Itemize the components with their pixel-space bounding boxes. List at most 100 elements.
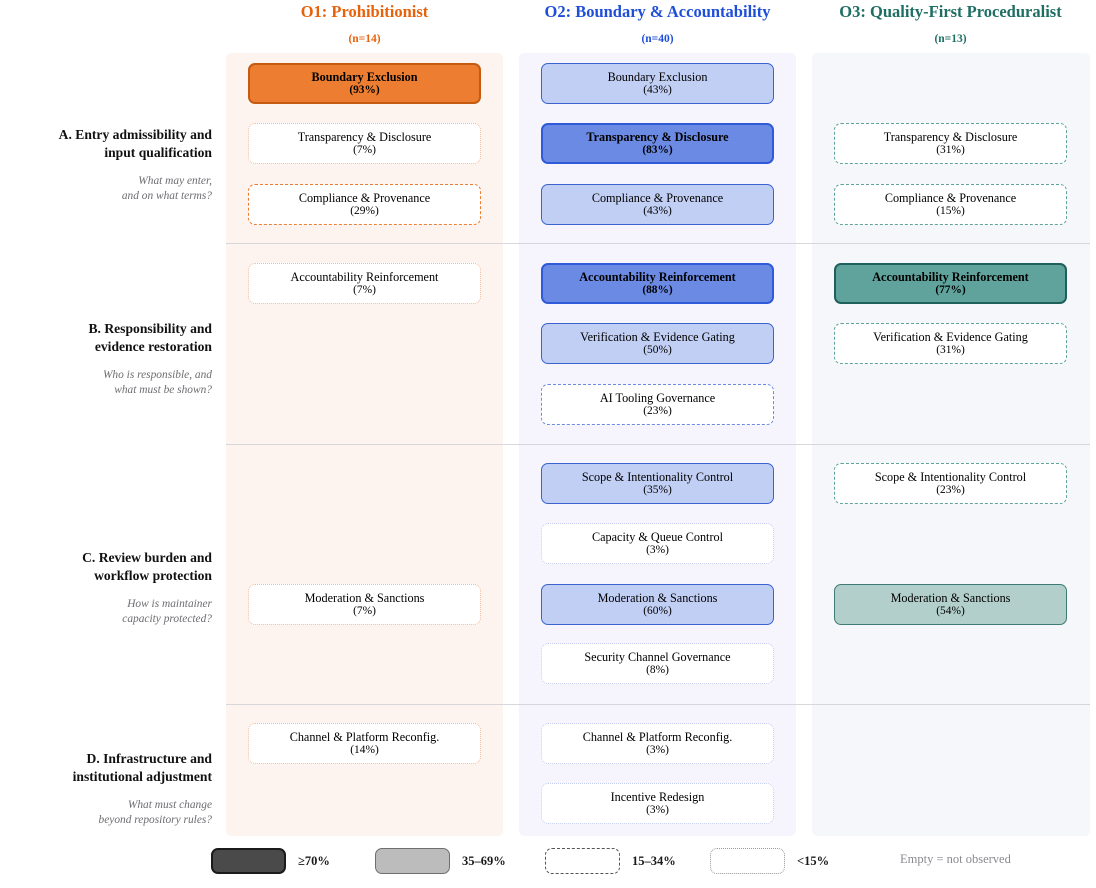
cell-c-o3-moderation-sanctions[interactable]: Moderation & Sanctions (54%) [834,584,1067,625]
cell-a-o2-compliance-provenance[interactable]: Compliance & Provenance (43%) [541,184,774,225]
legend-swatch-low [545,848,620,874]
cell-label: Incentive Redesign [610,790,705,804]
cell-c-o2-security-channel-governance[interactable]: Security Channel Governance (8%) [541,643,774,684]
cell-a-o2-transparency-disclosure[interactable]: Transparency & Disclosure (83%) [541,123,774,164]
cell-percent: (54%) [936,605,965,617]
cell-a-o1-compliance-provenance[interactable]: Compliance & Provenance (29%) [248,184,481,225]
legend-swatch-high [211,848,286,874]
row-question-b-line2: what must be shown? [114,384,212,396]
cell-label: Scope & Intentionality Control [874,470,1027,484]
cell-b-o2-verification-evidence-gating[interactable]: Verification & Evidence Gating (50%) [541,323,774,364]
cell-label: Security Channel Governance [584,650,731,664]
row-question-c-line1: How is maintainer [127,598,212,610]
cell-percent: (23%) [936,484,965,496]
cell-percent: (93%) [349,84,380,96]
cell-c-o1-moderation-sanctions[interactable]: Moderation & Sanctions (7%) [248,584,481,625]
cell-percent: (3%) [646,744,669,756]
row-label-c: C. Review burden and workflow protection… [0,549,212,627]
cell-label: Verification & Evidence Gating [580,330,735,344]
cell-percent: (8%) [646,664,669,676]
cell-c-o3-scope-intentionality-control[interactable]: Scope & Intentionality Control (23%) [834,463,1067,504]
cell-a-o1-transparency-disclosure[interactable]: Transparency & Disclosure (7%) [248,123,481,164]
cell-percent: (43%) [643,84,672,96]
cell-label: Transparency & Disclosure [883,130,1018,144]
cell-label: Verification & Evidence Gating [873,330,1028,344]
cell-label: Boundary Exclusion [311,70,418,84]
legend-item-min: <15% [710,848,829,874]
row-divider-c-d [226,704,1090,705]
cell-b-o3-accountability-reinforcement[interactable]: Accountability Reinforcement (77%) [834,263,1067,304]
cell-percent: (77%) [935,284,966,296]
column-n-o1: (n=14) [348,33,381,45]
cell-label: Moderation & Sanctions [890,591,1011,605]
cell-b-o3-verification-evidence-gating[interactable]: Verification & Evidence Gating (31%) [834,323,1067,364]
column-header-o2: O2: Boundary & Accountability (n=40) [519,2,796,45]
cell-percent: (15%) [936,205,965,217]
cell-label: Accountability Reinforcement [579,270,736,284]
row-label-b: B. Responsibility and evidence restorati… [0,320,212,398]
cell-percent: (31%) [936,344,965,356]
cell-c-o2-scope-intentionality-control[interactable]: Scope & Intentionality Control (35%) [541,463,774,504]
cell-label: Channel & Platform Reconfig. [582,730,733,744]
legend-label-mid: 35–69% [462,853,506,868]
cell-a-o2-boundary-exclusion[interactable]: Boundary Exclusion (43%) [541,63,774,104]
cell-label: Compliance & Provenance [591,191,724,205]
legend-note-empty: Empty = not observed [900,852,1011,866]
cell-percent: (50%) [643,344,672,356]
column-title-o3: O3: Quality-First Proceduralist [839,2,1062,21]
column-header-o1: O1: Prohibitionist (n=14) [226,2,503,45]
cell-percent: (7%) [353,144,376,156]
row-title-d-line1: D. Infrastructure and [86,751,213,766]
row-label-d: D. Infrastructure and institutional adju… [0,750,212,828]
cell-d-o2-channel-platform-reconfig[interactable]: Channel & Platform Reconfig. (3%) [541,723,774,764]
cell-percent: (23%) [643,405,672,417]
cell-a-o3-compliance-provenance[interactable]: Compliance & Provenance (15%) [834,184,1067,225]
cell-percent: (7%) [353,605,376,617]
cell-d-o1-channel-platform-reconfig[interactable]: Channel & Platform Reconfig. (14%) [248,723,481,764]
legend-label-low: 15–34% [632,853,676,868]
cell-d-o2-incentive-redesign[interactable]: Incentive Redesign (3%) [541,783,774,824]
cell-percent: (3%) [646,544,669,556]
row-title-b-line2: evidence restoration [94,339,212,354]
cell-a-o3-transparency-disclosure[interactable]: Transparency & Disclosure (31%) [834,123,1067,164]
legend-item-high: ≥70% [211,848,330,874]
legend-swatch-mid [375,848,450,874]
column-n-o2: (n=40) [641,33,674,45]
cell-b-o2-ai-tooling-governance[interactable]: AI Tooling Governance (23%) [541,384,774,425]
cell-a-o1-boundary-exclusion[interactable]: Boundary Exclusion (93%) [248,63,481,104]
cell-label: AI Tooling Governance [599,391,716,405]
row-title-b-line1: B. Responsibility and [88,321,212,336]
legend: ≥70% 35–69% 15–34% <15% Empty = not obse… [0,848,1096,888]
row-question-d-line2: beyond repository rules? [98,814,212,826]
cell-label: Capacity & Queue Control [592,530,723,544]
row-divider-b-c [226,444,1090,445]
cell-percent: (88%) [642,284,673,296]
legend-label-high: ≥70% [298,853,330,868]
cell-label: Channel & Platform Reconfig. [289,730,440,744]
cell-label: Transparency & Disclosure [586,130,729,144]
cell-percent: (35%) [643,484,672,496]
cell-percent: (83%) [642,144,673,156]
row-question-c-line2: capacity protected? [122,613,212,625]
row-question-d-line1: What must change [127,799,212,811]
row-title-c-line1: C. Review burden and [82,550,212,565]
row-divider-a-b [226,243,1090,244]
cell-label: Accountability Reinforcement [290,270,439,284]
cell-b-o2-accountability-reinforcement[interactable]: Accountability Reinforcement (88%) [541,263,774,304]
cell-b-o1-accountability-reinforcement[interactable]: Accountability Reinforcement (7%) [248,263,481,304]
cell-percent: (60%) [643,605,672,617]
cell-label: Compliance & Provenance [298,191,431,205]
cell-c-o2-moderation-sanctions[interactable]: Moderation & Sanctions (60%) [541,584,774,625]
row-question-a-line1: What may enter, [138,175,212,187]
legend-item-mid: 35–69% [375,848,506,874]
row-title-d-line2: institutional adjustment [72,769,212,784]
cell-percent: (3%) [646,804,669,816]
cell-label: Scope & Intentionality Control [581,470,734,484]
row-question-b-line1: Who is responsible, and [102,369,212,381]
cell-c-o2-capacity-queue-control[interactable]: Capacity & Queue Control (3%) [541,523,774,564]
cell-percent: (7%) [353,284,376,296]
column-header-o3: O3: Quality-First Proceduralist (n=13) [812,2,1089,45]
legend-swatch-min [710,848,785,874]
row-title-a-line2: input qualification [104,145,212,160]
